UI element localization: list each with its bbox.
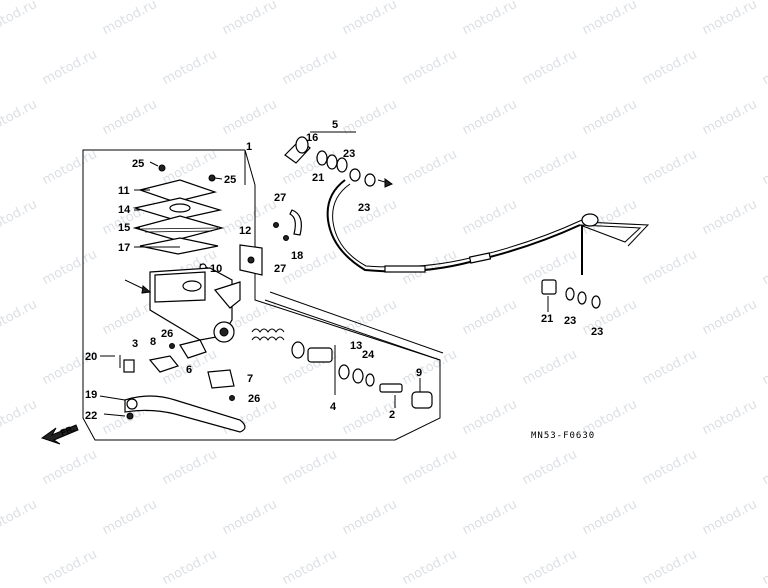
callout-22: 22 xyxy=(85,410,97,422)
hose-sleeve-2 xyxy=(468,252,492,264)
callout-15: 15 xyxy=(118,222,130,234)
nut-22 xyxy=(126,412,134,420)
callout-9: 9 xyxy=(416,367,422,379)
bracket-7 xyxy=(207,369,235,389)
callout-4: 4 xyxy=(330,401,337,413)
switch-6 xyxy=(179,339,207,359)
front-arrow-icon xyxy=(40,424,79,445)
diagram-drawing: 1 2 3 4 5 6 7 8 9 10 11 12 13 14 15 16 1… xyxy=(40,119,650,445)
hose-sleeve xyxy=(384,265,426,273)
reservoir-cap xyxy=(132,179,225,255)
hydraulic-hose-inner xyxy=(332,183,583,268)
callout-21-upper: 21 xyxy=(312,172,324,184)
callout-25-b: 25 xyxy=(224,174,236,186)
body-arrow-head xyxy=(141,285,152,294)
callout-7: 7 xyxy=(247,373,253,385)
collar-3 xyxy=(123,359,135,373)
callout-23-a: 23 xyxy=(343,148,355,160)
bolt-27-a xyxy=(273,222,279,228)
lever-pivot-19 xyxy=(126,398,138,410)
hose-end-bracket-2 xyxy=(583,221,650,247)
clutch-lever xyxy=(124,395,246,433)
assembly-outline xyxy=(82,149,441,441)
master-cylinder-body xyxy=(149,267,241,343)
callout-13: 13 xyxy=(350,340,362,352)
callout-20: 20 xyxy=(85,351,97,363)
leader-lines xyxy=(99,131,549,417)
piston-set-4 xyxy=(251,328,433,409)
hose-end-banjo xyxy=(581,213,599,227)
callout-8: 8 xyxy=(150,336,156,348)
callout-21-lower: 21 xyxy=(541,313,553,325)
hose-fitting-upper xyxy=(284,136,376,187)
callout-2: 2 xyxy=(389,409,395,421)
callout-18: 18 xyxy=(291,250,303,262)
diagram-code: MN53-F0630 xyxy=(531,431,595,441)
callout-19: 19 xyxy=(85,389,97,401)
callout-24: 24 xyxy=(362,349,375,361)
upper-arrow-head xyxy=(384,178,394,188)
callout-17: 17 xyxy=(118,242,130,254)
callout-5: 5 xyxy=(332,119,338,131)
holder-12-hole xyxy=(247,256,255,264)
bolt-27-b xyxy=(283,235,289,241)
callout-23-c: 23 xyxy=(564,315,576,327)
callout-26-b: 26 xyxy=(248,393,260,405)
hydraulic-hose xyxy=(326,179,581,273)
callout-12: 12 xyxy=(239,225,251,237)
callout-6: 6 xyxy=(186,364,192,376)
callout-10: 10 xyxy=(210,263,222,275)
callout-1: 1 xyxy=(246,141,252,153)
callout-11: 11 xyxy=(118,185,130,197)
callout-23-d: 23 xyxy=(591,326,603,338)
callout-23-b: 23 xyxy=(358,202,370,214)
callout-27-b: 27 xyxy=(274,263,286,275)
callout-25-a: 25 xyxy=(132,158,144,170)
callout-16: 16 xyxy=(306,132,318,144)
hose-end-bracket xyxy=(579,224,642,243)
lower-fasteners xyxy=(541,279,601,309)
outline-lower-edge xyxy=(264,299,441,361)
screw-25-top xyxy=(158,164,166,172)
screw-26-b xyxy=(229,395,235,401)
callout-27-a: 27 xyxy=(274,192,286,204)
outline-lower-edge-2 xyxy=(269,291,444,354)
screw-26-a xyxy=(169,343,175,349)
callout-14: 14 xyxy=(118,204,131,216)
front-indicator-label: FR. xyxy=(59,423,76,438)
callout-26-a: 26 xyxy=(161,328,173,340)
screw-25-right xyxy=(208,174,216,182)
switch-8 xyxy=(148,355,180,373)
callout-3: 3 xyxy=(132,338,138,350)
hose-clamp-18 xyxy=(289,209,302,236)
